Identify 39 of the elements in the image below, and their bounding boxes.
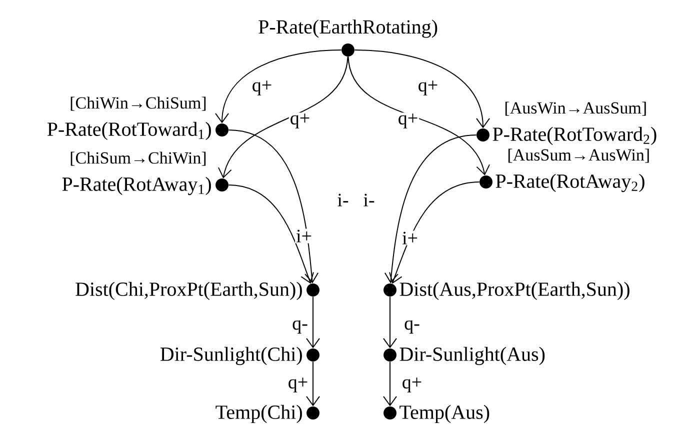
edge-label: i-	[336, 192, 350, 208]
node-label: Dist(Aus,ProxPt(Earth,Sun))	[400, 282, 630, 300]
node-label: Temp(Aus)	[400, 404, 490, 424]
arrow	[389, 182, 480, 284]
node-label: P-Rate(RotToward$_{2}$)	[492, 126, 656, 146]
arrow	[218, 56, 348, 178]
arrow	[306, 296, 320, 348]
node-label: P-Rate(RotAway$_{2}$)	[496, 174, 644, 192]
state-label: [AusWin→AusSum]	[505, 102, 646, 116]
arrow	[383, 296, 397, 348]
arrow	[384, 134, 477, 284]
edge-label: i-	[362, 192, 376, 208]
state-label: [ChiWin→ChiSum]	[70, 96, 206, 111]
edge-label: q+	[286, 376, 310, 394]
arrow	[215, 50, 342, 124]
edge-label: q-	[291, 319, 309, 335]
node-label: P-Rate(EarthRotating)	[258, 20, 438, 38]
node-label: Temp(Chi)	[216, 404, 302, 424]
edge-label: q+	[400, 376, 424, 394]
arrow	[383, 361, 397, 406]
edge-label: i+	[295, 228, 313, 244]
edge-label: q+	[250, 80, 274, 96]
arrow	[306, 361, 320, 406]
state-label: [AusSum→AusWin]	[508, 148, 649, 163]
arrow	[354, 50, 490, 128]
node-label: Dist(Chi,ProxPt(Earth,Sun))	[76, 282, 302, 300]
arrow	[228, 129, 319, 284]
node-label: P-Rate(RotAway$_{1}$)	[62, 176, 211, 196]
node-label: P-Rate(RotToward$_{1}$)	[47, 122, 211, 140]
edge-label: q+	[416, 80, 440, 96]
arrow	[348, 56, 490, 176]
edge-label: q+	[396, 112, 420, 130]
node-label: Dir-Sunlight(Chi)	[160, 346, 302, 366]
edge-label: q-	[403, 319, 421, 335]
edge-label: i+	[401, 230, 419, 246]
edge-label: q+	[288, 112, 312, 130]
state-label: [ChiSum→ChiWin]	[70, 152, 206, 166]
node-label: Dir-Sunlight(Aus)	[400, 346, 545, 366]
arrow	[228, 184, 314, 284]
